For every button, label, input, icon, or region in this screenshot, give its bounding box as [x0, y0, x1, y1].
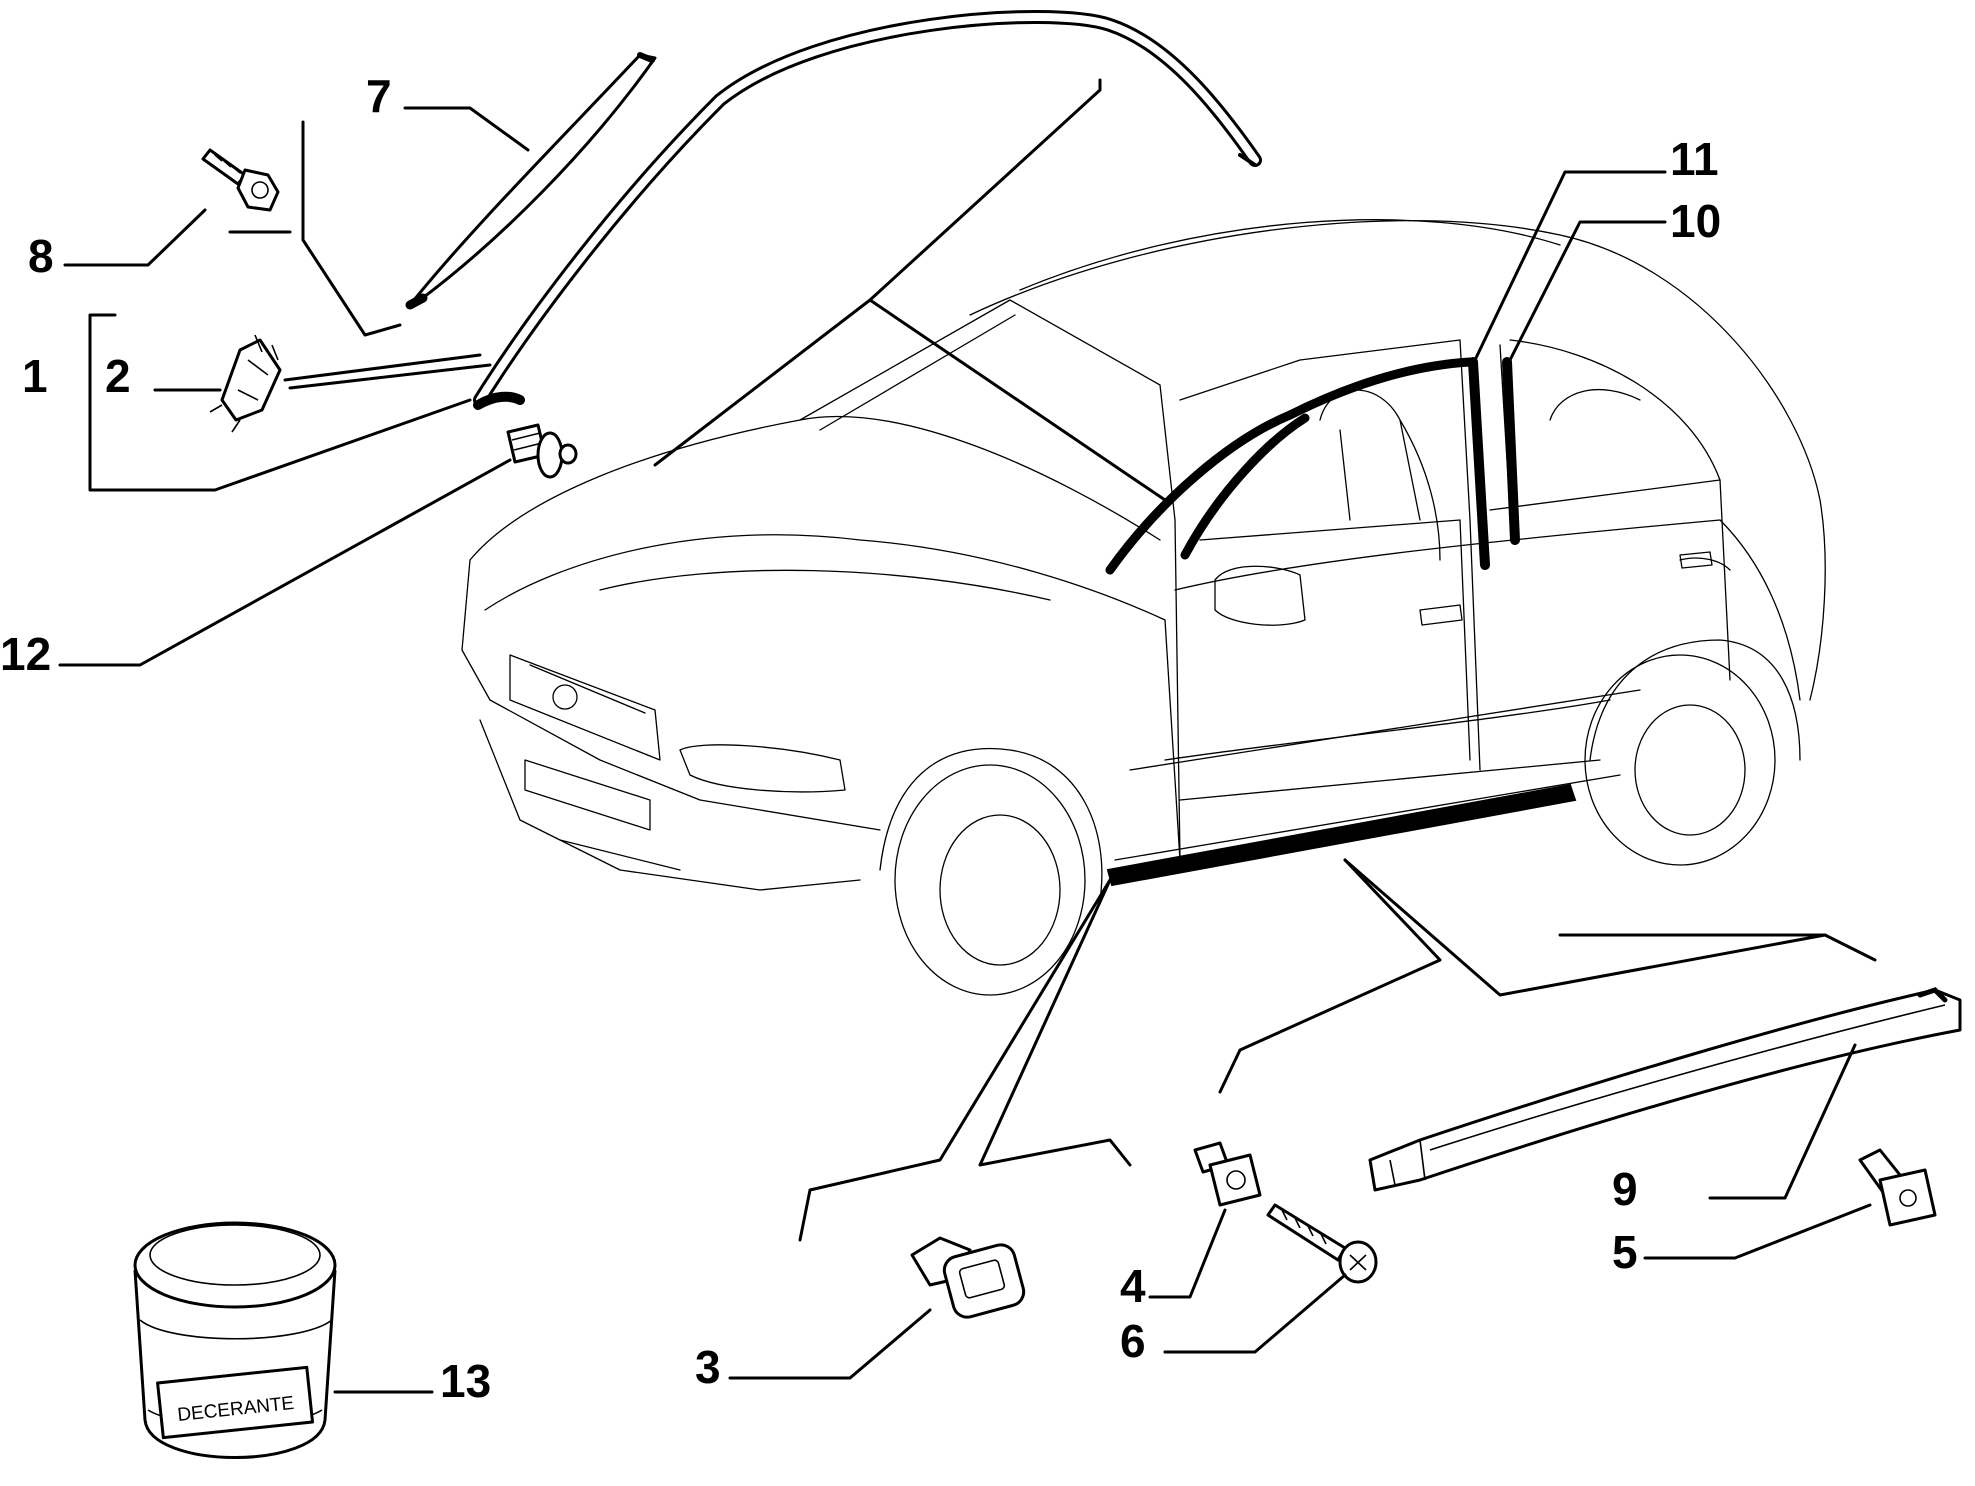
callout-5: 5 [1612, 1226, 1638, 1278]
callout-11: 11 [1670, 133, 1719, 185]
callout-13: 13 [440, 1355, 491, 1407]
car-outline [461, 219, 1826, 996]
callout-4: 4 [1120, 1260, 1146, 1312]
callout-3: 3 [695, 1341, 721, 1393]
callout-9: 9 [1612, 1163, 1638, 1215]
part-5-clip [1858, 1148, 1937, 1227]
callout-1: 1 [22, 350, 48, 402]
part-4-nut [1193, 1141, 1262, 1207]
callout-8: 8 [28, 230, 54, 282]
part-12-push-clip [506, 423, 578, 479]
part-7-trim [405, 52, 657, 310]
part-8-bolt [201, 148, 280, 212]
callout-12: 12 [0, 628, 51, 680]
part-2-clip [209, 334, 282, 433]
part-6-screw [1266, 1203, 1378, 1284]
callout-10: 10 [1670, 195, 1721, 247]
leader-lines [58, 78, 1877, 1394]
part-1-roof-seal [473, 10, 1262, 410]
part-13-jar [133, 1221, 337, 1459]
part-3-clip [910, 1236, 1026, 1319]
callout-labels: 7 8 1 2 12 11 10 9 5 4 6 3 13 [0, 70, 1721, 1407]
callout-2: 2 [105, 350, 131, 402]
callout-7: 7 [366, 70, 392, 122]
callout-6: 6 [1120, 1315, 1146, 1367]
part-9-sill-moulding [1368, 987, 1962, 1192]
car-seal-strips [1105, 357, 1577, 887]
